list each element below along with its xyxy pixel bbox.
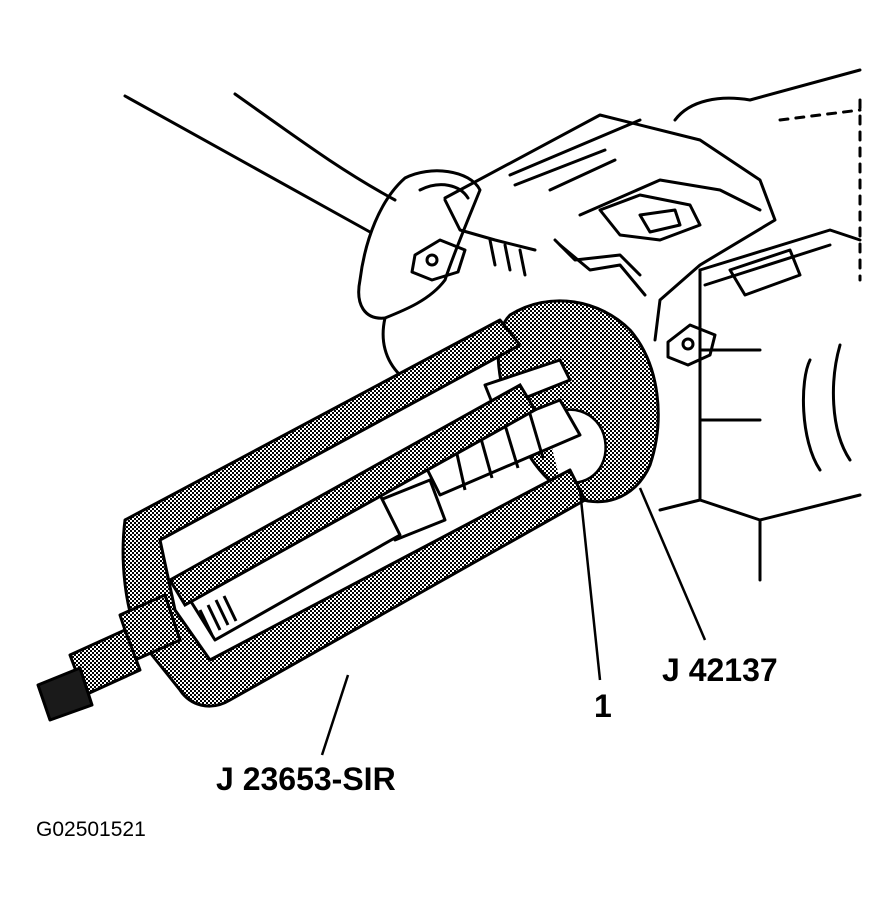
puller-frame <box>121 318 587 708</box>
right-bracket <box>666 323 717 367</box>
upper-shaft-lines <box>123 92 397 234</box>
leader-lines <box>320 487 707 756</box>
left-bracket <box>410 238 467 282</box>
puller-tool-label: J 23653-SIR <box>216 761 396 797</box>
adapter-tool-label: J 42137 <box>662 652 778 688</box>
forcing-screw <box>36 593 182 722</box>
figure-id-label: G02501521 <box>36 818 146 841</box>
column-housing <box>443 113 777 342</box>
item-number-label: 1 <box>594 688 612 724</box>
